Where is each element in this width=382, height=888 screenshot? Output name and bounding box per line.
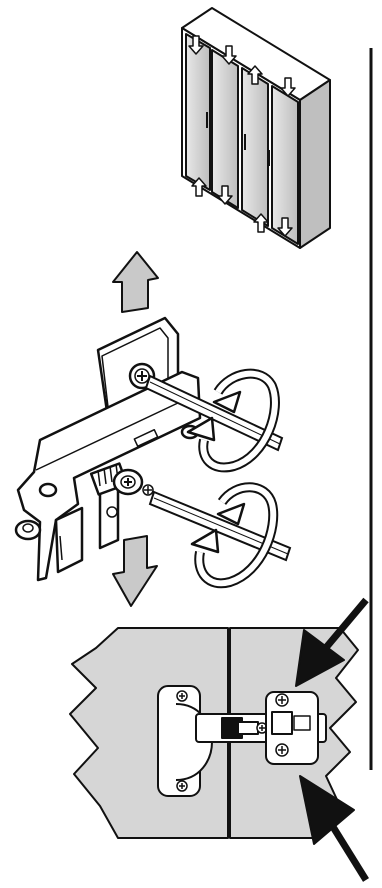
adjustment-screw (91, 464, 153, 495)
arrow-up-icon (113, 252, 158, 312)
hinge-illustration (16, 318, 200, 580)
arrow-down-icon (113, 536, 157, 606)
door-panel (212, 50, 238, 208)
cabinet-illustration (182, 8, 330, 248)
